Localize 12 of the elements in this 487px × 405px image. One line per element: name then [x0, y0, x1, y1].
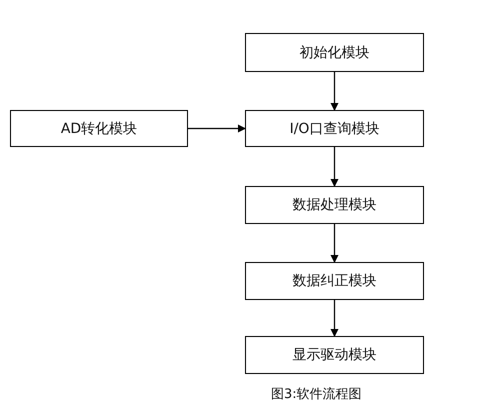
process-box: I/O口查询模块: [245, 110, 424, 147]
arrow: [330, 224, 338, 263]
process-box: 初始化模块: [245, 33, 424, 72]
arrow: [330, 147, 338, 187]
caption: 图3:软件流程图: [271, 386, 362, 403]
process-box: 显示驱动模块: [245, 336, 424, 374]
process-box: 数据纠正模块: [245, 262, 424, 300]
process-box: AD转化模块: [10, 110, 188, 147]
arrow: [330, 72, 338, 111]
arrow: [188, 124, 246, 132]
arrow: [330, 300, 338, 337]
process-box: 数据处理模块: [245, 186, 424, 224]
